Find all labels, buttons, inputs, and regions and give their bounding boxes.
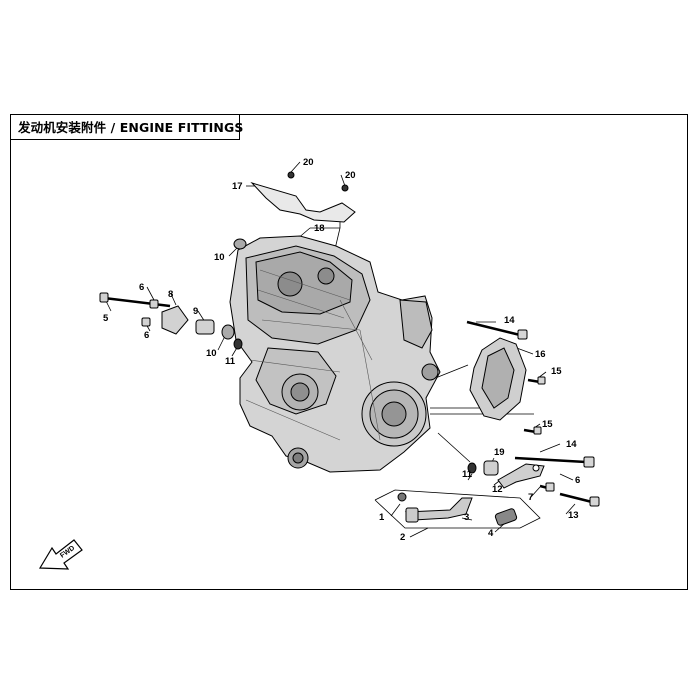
fwd-arrow-icon: FWD: [38, 539, 83, 570]
callout-number: 12: [492, 484, 503, 495]
callout-number: 10: [206, 348, 217, 359]
callout-number: 4: [488, 528, 494, 539]
cover-plate: [250, 171, 356, 223]
callout-number: 15: [542, 419, 553, 430]
callout-number: 18: [314, 223, 325, 234]
left-mount-parts: [99, 238, 247, 350]
callout-number: 11: [462, 469, 473, 480]
callout-number: 2: [400, 532, 405, 543]
callout-number: 8: [168, 289, 173, 300]
small-bolts: [523, 376, 600, 507]
callout-number: 19: [494, 447, 505, 458]
shift-lever: [397, 492, 518, 526]
callout-number: 7: [528, 492, 533, 503]
callout-labels: 2017201810685691011141615151411191267131…: [103, 157, 580, 543]
callout-number: 6: [139, 282, 144, 293]
diagram-frame: [10, 114, 688, 590]
callout-number: 5: [103, 313, 109, 324]
callout-number: 20: [345, 170, 356, 181]
callout-number: 9: [193, 306, 198, 317]
engine-assembly: [229, 235, 441, 473]
callout-number: 15: [551, 366, 562, 377]
callout-number: 10: [214, 252, 225, 263]
shift-parts: [467, 460, 545, 489]
callout-number: 20: [303, 157, 314, 168]
callout-number: 11: [225, 356, 236, 367]
sprocket-cover: [469, 337, 527, 421]
callout-number: 6: [575, 475, 580, 486]
callout-number: 1: [379, 512, 385, 523]
callout-number: 14: [566, 439, 577, 450]
callout-number: 14: [504, 315, 515, 326]
title-box: 发动机安装附件 / ENGINE FITTINGS: [10, 114, 244, 140]
callout-number: 6: [144, 330, 149, 341]
callout-number: 13: [568, 510, 579, 521]
callout-number: 3: [464, 512, 469, 523]
page-title: 发动机安装附件 / ENGINE FITTINGS: [18, 120, 244, 135]
long-bolts: [466, 320, 595, 468]
callout-number: 17: [232, 181, 243, 192]
callout-number: 16: [535, 349, 546, 360]
